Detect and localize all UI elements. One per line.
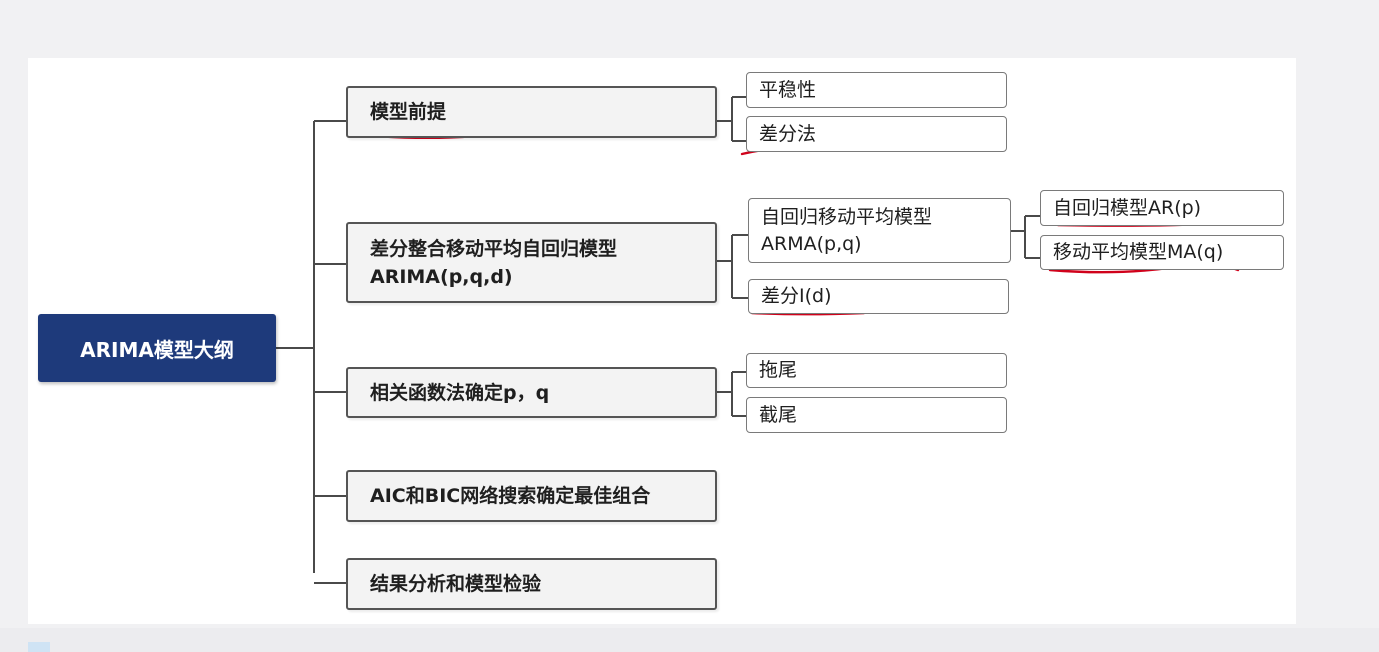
branch-node-result[interactable]: 结果分析和模型检验	[346, 558, 717, 610]
leaf-label-difference: 差分法	[759, 122, 817, 145]
leaf-label-tailing: 拖尾	[759, 359, 798, 381]
leaf-node-ma[interactable]: 移动平均模型MA(q)	[1040, 235, 1284, 270]
leaf-node-ar[interactable]: 自回归模型AR(p)	[1040, 190, 1284, 226]
leaf-label-ma: 移动平均模型MA(q)	[1053, 241, 1224, 263]
branch-label-aic-bic: AIC和BIC网络搜索确定最佳组合	[370, 485, 651, 507]
leaf-node-tailing[interactable]: 拖尾	[746, 353, 1007, 388]
leaf-node-cutoff[interactable]: 截尾	[746, 397, 1007, 433]
leaf-label-stationarity: 平稳性	[759, 78, 817, 101]
leaf-label-integration: 差分I(d)	[761, 285, 832, 307]
leaf-node-stationarity[interactable]: 平稳性	[746, 72, 1007, 108]
leaf-node-integration[interactable]: 差分I(d)	[748, 279, 1009, 314]
connector-arma-children	[1011, 215, 1040, 259]
branch-label-acf: 相关函数法确定p，q	[370, 381, 550, 404]
branch-node-aic-bic[interactable]: AIC和BIC网络搜索确定最佳组合	[346, 470, 717, 522]
leaf-node-arma[interactable]: 自回归移动平均模型 ARMA(p,q)	[748, 198, 1011, 263]
leaf-label-ar: 自回归模型AR(p)	[1053, 196, 1202, 219]
root-label: ARIMA模型大纲	[80, 337, 234, 362]
leaf-label-cutoff: 截尾	[759, 403, 798, 426]
mind-map-canvas: ARIMA模型大纲 模型前提 差分整合移动平均自回归模型 ARIMA(p,q,d…	[28, 58, 1296, 624]
bottom-strip	[0, 628, 1379, 652]
connector-b3-children	[717, 371, 746, 417]
branch-node-acf[interactable]: 相关函数法确定p，q	[346, 367, 717, 418]
branch-node-premise[interactable]: 模型前提	[346, 86, 717, 138]
corner-mark	[28, 642, 50, 652]
branch-label-arima: 差分整合移动平均自回归模型 ARIMA(p,q,d)	[370, 237, 618, 288]
leaf-node-difference[interactable]: 差分法	[746, 116, 1007, 152]
connector-b2-children	[717, 234, 748, 299]
leaf-label-arma: 自回归移动平均模型 ARMA(p,q)	[761, 205, 933, 255]
connector-b1-children	[717, 96, 746, 142]
branch-node-arima[interactable]: 差分整合移动平均自回归模型 ARIMA(p,q,d)	[346, 222, 717, 303]
root-node[interactable]: ARIMA模型大纲	[38, 314, 276, 382]
branch-label-result: 结果分析和模型检验	[370, 573, 542, 595]
branch-label-premise: 模型前提	[370, 101, 447, 123]
